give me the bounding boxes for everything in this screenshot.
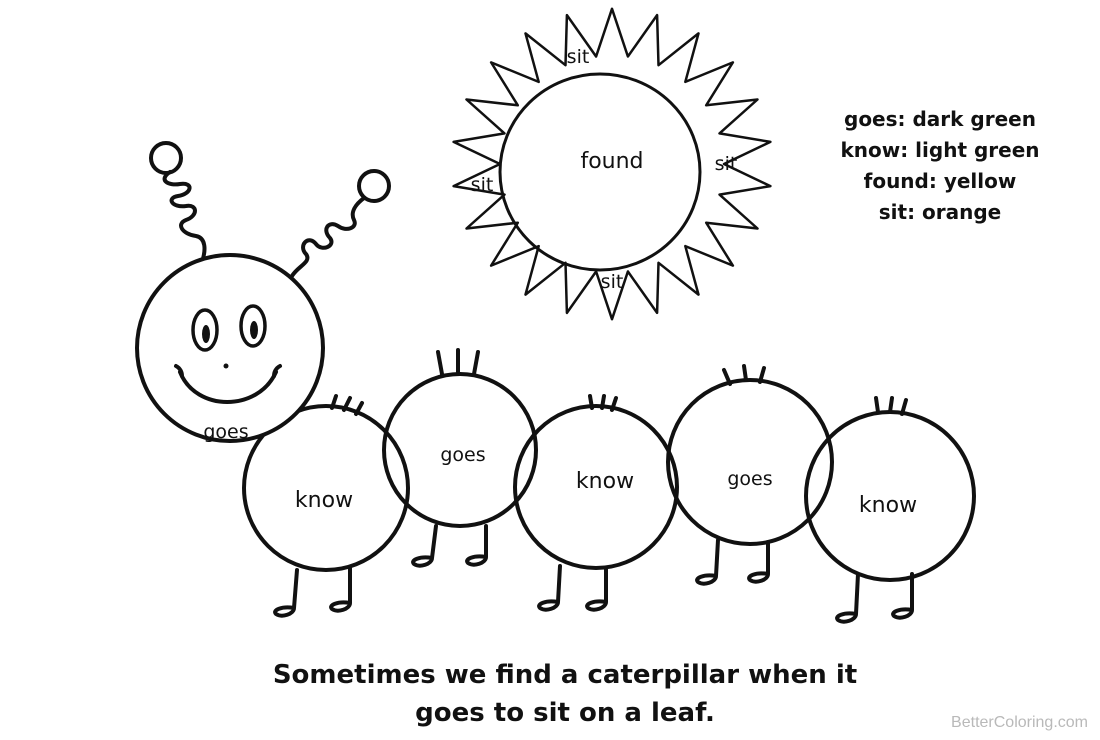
- sun-rays: [452, 7, 772, 321]
- smile: [178, 370, 278, 404]
- sun-face: [498, 72, 702, 272]
- color-key-item: found: yellow: [863, 169, 1017, 193]
- sun-ray-word-right: sit: [715, 153, 738, 175]
- segment-3-word: know: [576, 469, 634, 494]
- sun-center-word: found: [580, 149, 643, 174]
- nose: [223, 363, 229, 369]
- segment-5-word: know: [859, 493, 917, 518]
- body-segment-5: [804, 396, 976, 624]
- body-segment-4: [666, 364, 834, 586]
- body-segment-3: [513, 394, 679, 612]
- head-word: goes: [203, 421, 248, 443]
- caterpillar-head: [135, 253, 325, 443]
- story-sentence: Sometimes we find a caterpillar when it …: [180, 656, 950, 732]
- left-eye: [191, 308, 219, 352]
- sun-ray-word-top: sit: [567, 46, 590, 68]
- body-segment-2: [382, 348, 538, 568]
- sun-ray-word-left: sit: [471, 174, 494, 196]
- color-key: goes: dark green know: light green found…: [820, 104, 1060, 228]
- sun-ray-word-bottom: sit: [601, 271, 624, 293]
- antenna-right: [290, 169, 391, 278]
- watermark: BetterColoring.com: [951, 714, 1088, 731]
- antenna-left: [149, 141, 207, 264]
- color-key-item: sit: orange: [878, 200, 1002, 224]
- sentence-line-2: goes to sit on a leaf.: [415, 698, 715, 728]
- segment-1-word: know: [295, 488, 353, 513]
- sentence-line-1: Sometimes we find a caterpillar when it: [272, 660, 858, 690]
- segment-4-word: goes: [727, 468, 772, 490]
- color-key-item: goes: dark green: [844, 107, 1036, 131]
- right-eye: [239, 304, 267, 348]
- segment-2-word: goes: [440, 444, 485, 466]
- color-key-item: know: light green: [840, 138, 1040, 162]
- body-segment-1: [242, 394, 410, 618]
